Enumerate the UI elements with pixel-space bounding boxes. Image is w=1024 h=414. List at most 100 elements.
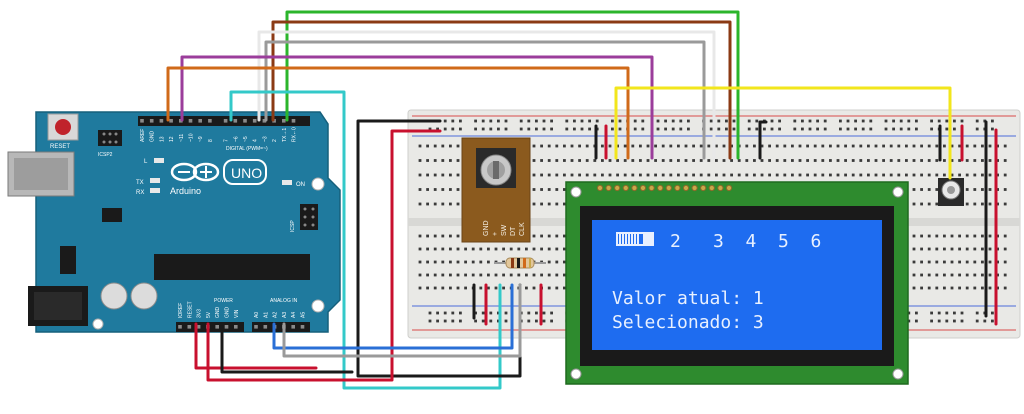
breadboard-hole [927, 173, 931, 177]
breadboard-hole [823, 127, 827, 131]
breadboard-hole [927, 144, 931, 148]
breadboard-hole [859, 173, 863, 177]
breadboard-hole [451, 319, 455, 323]
breadboard-hole [839, 127, 842, 131]
brand-label: Arduino [170, 186, 201, 196]
breadboard-hole [535, 127, 538, 131]
breadboard-hole [945, 127, 949, 131]
breadboard-hole [953, 319, 956, 323]
breadboard-hole [715, 173, 718, 177]
breadboard-hole [935, 188, 939, 191]
breadboard-hole [661, 159, 665, 162]
lcd-pin [674, 184, 681, 192]
wire-brown [271, 20, 732, 160]
breadboard-hole [547, 188, 551, 191]
breadboard-hole [897, 144, 901, 148]
breadboard-hole [692, 159, 695, 162]
breadboard-hole [601, 159, 604, 162]
lcd-pin [665, 184, 672, 192]
breadboard-hole [1003, 202, 1007, 206]
breadboard-hole [433, 286, 437, 290]
breadboard-hole [737, 159, 741, 162]
breadboard-hole [616, 173, 619, 177]
breadboard-hole [449, 273, 452, 277]
breadboard-hole [547, 202, 551, 206]
breadboard-hole [737, 173, 741, 177]
reset-button-cap[interactable] [55, 119, 71, 135]
breadboard-hole [631, 173, 635, 177]
breadboard-hole [973, 188, 977, 191]
breadboard-hole [433, 159, 437, 162]
breadboard-hole [912, 188, 916, 191]
breadboard-hole [861, 127, 865, 131]
breadboard-hole [449, 159, 452, 162]
breadboard-hole [935, 247, 939, 251]
breadboard-hole [953, 127, 956, 131]
breadboard-hole [935, 202, 939, 206]
breadboard-hole [542, 119, 546, 123]
breadboard-hole [973, 234, 977, 238]
breadboard-hole [426, 286, 429, 290]
breadboard-hole [973, 202, 977, 206]
breadboard-hole [418, 247, 422, 251]
breadboard-hole [459, 119, 462, 123]
breadboard-hole [907, 311, 911, 315]
breadboard-hole [996, 286, 999, 290]
breadboard-hole [953, 119, 956, 123]
breadboard-hole [1003, 234, 1007, 238]
breadboard-hole [991, 119, 994, 123]
breadboard-hole [905, 173, 908, 177]
breadboard-hole [905, 159, 908, 162]
breadboard-hole [981, 144, 984, 148]
breadboard-hole [471, 260, 475, 264]
breadboard-hole [464, 247, 467, 251]
breadboard-hole [481, 119, 485, 123]
potentiometer-knob[interactable] [947, 186, 955, 194]
breadboard-hole [542, 319, 546, 323]
mounting-hole [311, 177, 325, 191]
digital-pin-label: 12 [169, 136, 175, 142]
header-pin [224, 325, 229, 329]
breadboard-hole [996, 247, 999, 251]
breadboard-hole [441, 247, 445, 251]
breadboard-hole [540, 273, 543, 277]
breadboard-hole [760, 159, 764, 162]
breadboard-hole [433, 144, 437, 148]
breadboard-hole [996, 234, 999, 238]
breadboard-hole [426, 188, 429, 191]
breadboard-hole [573, 119, 576, 123]
breadboard-hole [489, 127, 493, 131]
breadboard-hole [481, 311, 485, 315]
breadboard-hole [540, 159, 543, 162]
breadboard-hole [915, 127, 918, 131]
bottom-pin-label: A2 [273, 312, 279, 318]
breadboard-hole [459, 311, 462, 315]
breadboard-hole [441, 188, 445, 191]
breadboard-hole [770, 119, 774, 123]
breadboard-hole [547, 273, 551, 277]
breadboard-hole [844, 173, 847, 177]
breadboard-hole [945, 119, 949, 123]
breadboard-hole [983, 119, 987, 123]
breadboard-hole [937, 311, 941, 315]
reset-label: RESET [50, 144, 70, 150]
breadboard-hole [563, 159, 566, 162]
atmega-chip [154, 254, 310, 280]
breadboard-hole [502, 273, 505, 277]
breadboard-hole [793, 119, 797, 123]
breadboard-hole [474, 119, 477, 123]
breadboard-hole [563, 247, 566, 251]
breadboard-hole [426, 273, 429, 277]
breadboard-hole [456, 173, 460, 177]
breadboard-hole [418, 286, 422, 290]
breadboard-hole [927, 286, 931, 290]
breadboard-hole [960, 311, 964, 315]
breadboard-hole [798, 144, 802, 148]
breadboard-hole [550, 319, 553, 323]
breadboard-hole [907, 319, 911, 323]
breadboard-hole [889, 144, 893, 148]
power-header [176, 322, 244, 332]
reset-button[interactable] [47, 113, 79, 141]
breadboard-hole [532, 144, 536, 148]
breadboard-hole [519, 127, 523, 131]
